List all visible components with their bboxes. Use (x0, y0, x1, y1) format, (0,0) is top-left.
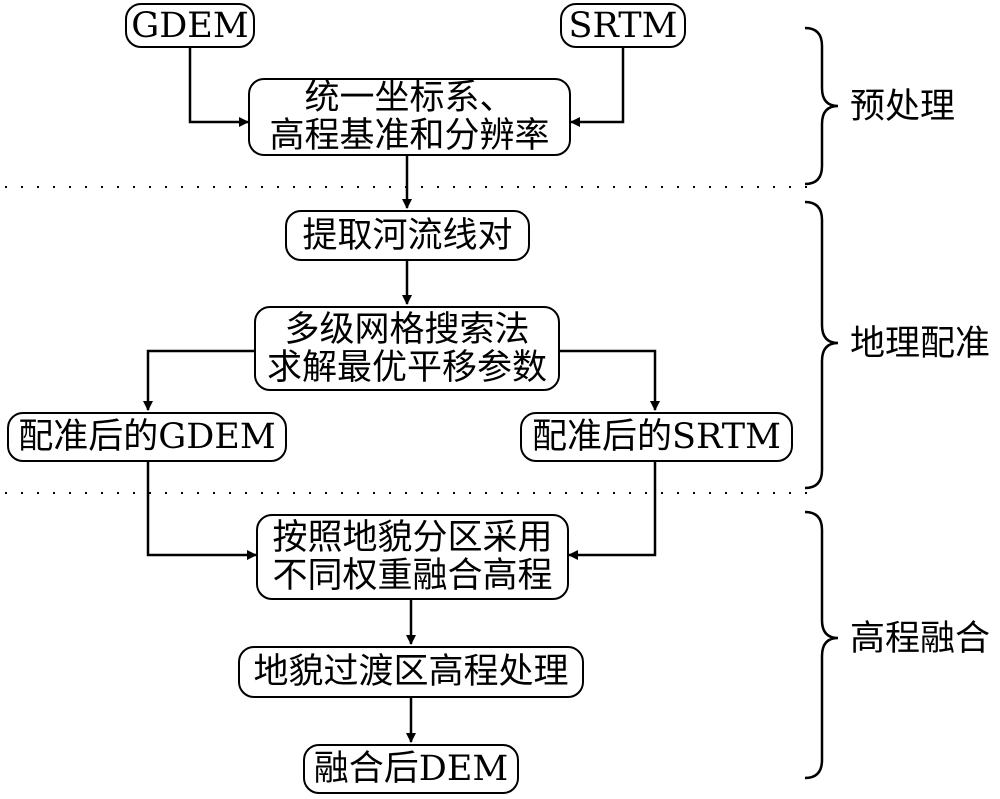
terrain-weighted-fusion-box: 按照地貌分区采用 不同权重融合高程 (256, 514, 569, 600)
brace-fusion (804, 510, 839, 780)
arrow-search-to-reg-srtm (560, 349, 660, 411)
registered-srtm-box: 配准后的SRTM (520, 412, 793, 462)
registered-gdem-box: 配准后的GDEM (7, 412, 287, 462)
arrow-reg-gdem-to-fuse (146, 462, 257, 560)
arrow-reg-srtm-to-fuse (568, 462, 657, 560)
multilevel-grid-search-box: 多级网格搜索法 求解最优平移参数 (254, 306, 560, 391)
phase-label-registration: 地理配准 (850, 324, 991, 364)
gdem-box: GDEM (125, 3, 255, 48)
phase-label-preprocess: 预处理 (850, 87, 956, 127)
arrow-srtm-to-unify (570, 47, 625, 127)
arrow-gdem-to-unify (188, 47, 249, 127)
fused-dem-box: 融合后DEM (303, 744, 519, 794)
brace-preprocess (804, 26, 839, 186)
unify-coordinate-system-box: 统一坐标系、 高程基准和分辨率 (248, 78, 571, 156)
brace-registration (804, 200, 839, 490)
phase-label-fusion: 高程融合 (850, 619, 991, 659)
extract-river-line-pairs-box: 提取河流线对 (285, 210, 530, 261)
srtm-box: SRTM (560, 3, 686, 48)
arrow-search-to-reg-gdem (143, 349, 254, 411)
transition-zone-processing-box: 地貌过渡区高程处理 (238, 646, 584, 698)
